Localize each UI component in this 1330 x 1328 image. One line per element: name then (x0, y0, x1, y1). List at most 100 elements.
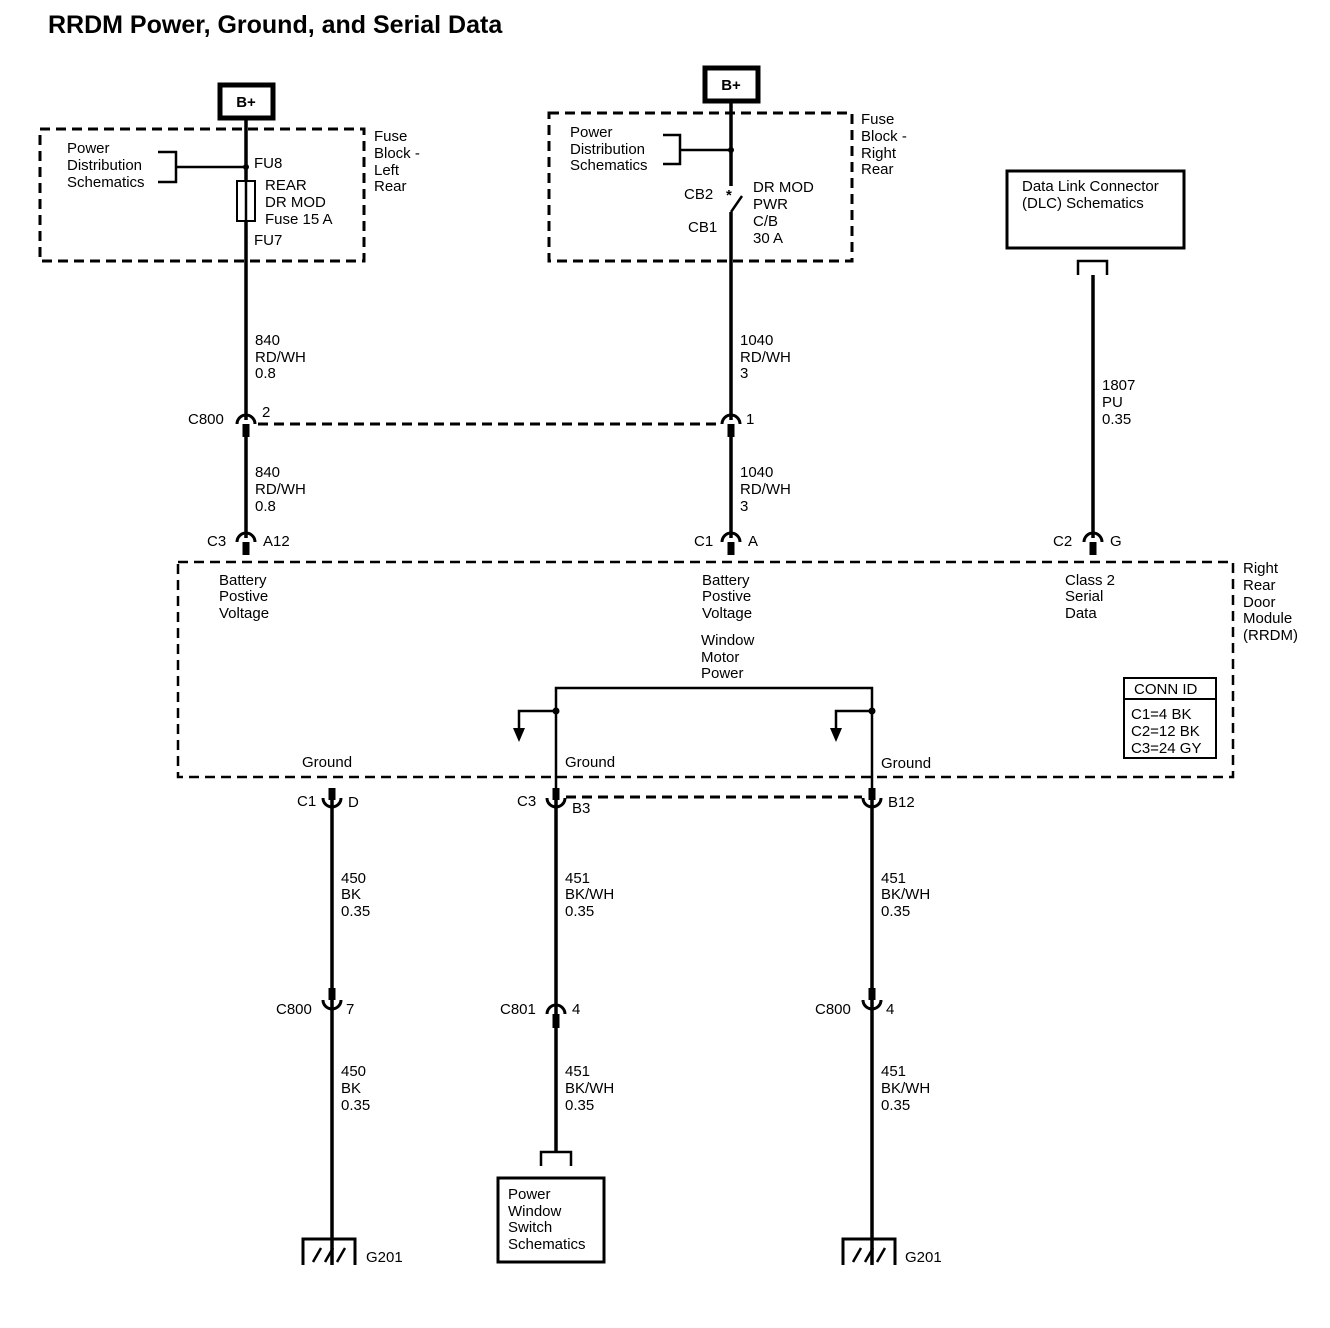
svg-text:1040: 1040 (740, 464, 773, 481)
svg-text:Postive: Postive (702, 588, 751, 605)
svg-text:C801: C801 (500, 1001, 536, 1018)
fuse-label: REAR DR MOD Fuse 15 A (265, 177, 333, 228)
svg-text:Window: Window (701, 632, 755, 649)
ground-mid-label: Ground (565, 754, 615, 771)
svg-text:Battery: Battery (702, 572, 750, 589)
wire-label-451-mid-upper: 451 BK/WH 0.35 (565, 870, 614, 920)
svg-text:C800: C800 (188, 411, 224, 428)
connector-c800-top: C800 2 1 (188, 404, 754, 439)
svg-text:Rear: Rear (1243, 577, 1276, 594)
svg-text:BK/WH: BK/WH (565, 1080, 614, 1097)
svg-text:Battery: Battery (219, 572, 267, 589)
svg-text:A: A (748, 533, 758, 550)
svg-text:Power: Power (67, 140, 110, 157)
svg-text:450: 450 (341, 870, 366, 887)
dlc-label-1: Data Link Connector (1022, 178, 1159, 195)
fuse-block-left-outline (38, 127, 366, 263)
svg-text:G: G (1110, 533, 1122, 550)
svg-text:Voltage: Voltage (702, 605, 752, 622)
wire-label-1040-upper: 1040 RD/WH 3 (740, 332, 791, 382)
connector-c3-b3: C3 B3 (517, 786, 590, 817)
svg-text:RD/WH: RD/WH (740, 481, 791, 498)
svg-text:B3: B3 (572, 800, 590, 817)
svg-text:Power: Power (570, 124, 613, 141)
fuse-block-right-outline (547, 111, 854, 263)
wire-label-1807: 1807 PU 0.35 (1102, 377, 1135, 428)
connector-b12: B12 (861, 786, 915, 811)
svg-text:Fuse: Fuse (374, 128, 407, 145)
svg-text:Voltage: Voltage (219, 605, 269, 622)
battery-voltage-left-label: Battery Postive Voltage (219, 572, 269, 622)
svg-text:Module: Module (1243, 610, 1292, 627)
wire-label-450-upper: 450 BK 0.35 (341, 870, 370, 920)
connector-c800-7: C800 7 (276, 988, 354, 1018)
power-window-connector (539, 1150, 573, 1166)
fuse-block-left-label: Fuse Block - Left Rear (374, 128, 420, 195)
svg-text:C3: C3 (207, 533, 226, 550)
circuit-breaker-symbol: * (726, 187, 744, 213)
svg-text:Left: Left (374, 162, 400, 179)
svg-text:C2: C2 (1053, 533, 1072, 550)
svg-text:D: D (348, 794, 359, 811)
svg-text:C2=12 BK: C2=12 BK (1131, 723, 1200, 740)
svg-text:DR MOD: DR MOD (753, 179, 814, 196)
dlc-label-2: (DLC) Schematics (1022, 195, 1144, 212)
fu7-label: FU7 (254, 232, 282, 249)
svg-text:Fuse 15 A: Fuse 15 A (265, 211, 333, 228)
conn-id-table: CONN ID C1=4 BK C2=12 BK C3=24 GY (1123, 677, 1217, 759)
dlc-box (1005, 169, 1186, 250)
rrdm-module-outline (176, 560, 1235, 779)
svg-text:7: 7 (346, 1001, 354, 1018)
svg-text:RD/WH: RD/WH (740, 349, 791, 366)
fuse-block-right-ref: Power Distribution Schematics (570, 124, 648, 174)
svg-text:1: 1 (746, 411, 754, 428)
ground-symbol-left: G201 (301, 1237, 403, 1266)
svg-text:PWR: PWR (753, 196, 788, 213)
serial-data-label: Class 2 Serial Data (1065, 572, 1115, 622)
connector-c3-a12: C3 A12 (207, 531, 290, 557)
svg-text:A12: A12 (263, 533, 290, 550)
svg-text:4: 4 (886, 1001, 894, 1018)
svg-text:451: 451 (881, 1063, 906, 1080)
breaker-label: DR MOD PWR C/B 30 A (753, 179, 814, 247)
wire-label-1040-lower: 1040 RD/WH 3 (740, 464, 791, 515)
wire-label-451-mid-lower: 451 BK/WH 0.35 (565, 1063, 614, 1114)
svg-text:BK/WH: BK/WH (881, 1080, 930, 1097)
svg-text:3: 3 (740, 365, 748, 382)
cb1-label: CB1 (688, 219, 717, 236)
svg-text:4: 4 (572, 1001, 580, 1018)
svg-text:Rear: Rear (374, 178, 407, 195)
svg-text:REAR: REAR (265, 177, 307, 194)
svg-text:BK: BK (341, 886, 361, 903)
svg-text:Right: Right (1243, 560, 1279, 577)
svg-text:451: 451 (565, 870, 590, 887)
svg-text:Schematics: Schematics (508, 1236, 586, 1253)
svg-text:0.35: 0.35 (881, 1097, 910, 1114)
svg-text:Door: Door (1243, 594, 1276, 611)
svg-text:(RRDM): (RRDM) (1243, 627, 1298, 644)
svg-text:Power: Power (508, 1186, 551, 1203)
window-motor-power-label: Window Motor Power (701, 632, 755, 682)
fuse-block-right-label: Fuse Block - Right Rear (861, 111, 907, 178)
svg-text:G201: G201 (905, 1249, 942, 1266)
svg-text:451: 451 (881, 870, 906, 887)
svg-text:0.35: 0.35 (1102, 411, 1131, 428)
svg-text:*: * (726, 187, 732, 204)
svg-text:PU: PU (1102, 394, 1123, 411)
svg-text:Distribution: Distribution (67, 157, 142, 174)
svg-text:B+: B+ (721, 77, 741, 94)
svg-text:G201: G201 (366, 1249, 403, 1266)
svg-text:Rear: Rear (861, 161, 894, 178)
svg-text:Right: Right (861, 145, 897, 162)
wire-label-840-upper: 840 RD/WH 0.8 (255, 332, 306, 382)
svg-text:Switch: Switch (508, 1219, 552, 1236)
svg-text:Fuse: Fuse (861, 111, 894, 128)
svg-text:451: 451 (565, 1063, 590, 1080)
svg-text:C/B: C/B (753, 213, 778, 230)
svg-text:Serial: Serial (1065, 588, 1103, 605)
power-window-label: Power Window Switch Schematics (508, 1186, 586, 1253)
svg-text:C1: C1 (297, 793, 316, 810)
svg-text:RD/WH: RD/WH (255, 349, 306, 366)
connector-c1-a: C1 A (694, 531, 758, 557)
